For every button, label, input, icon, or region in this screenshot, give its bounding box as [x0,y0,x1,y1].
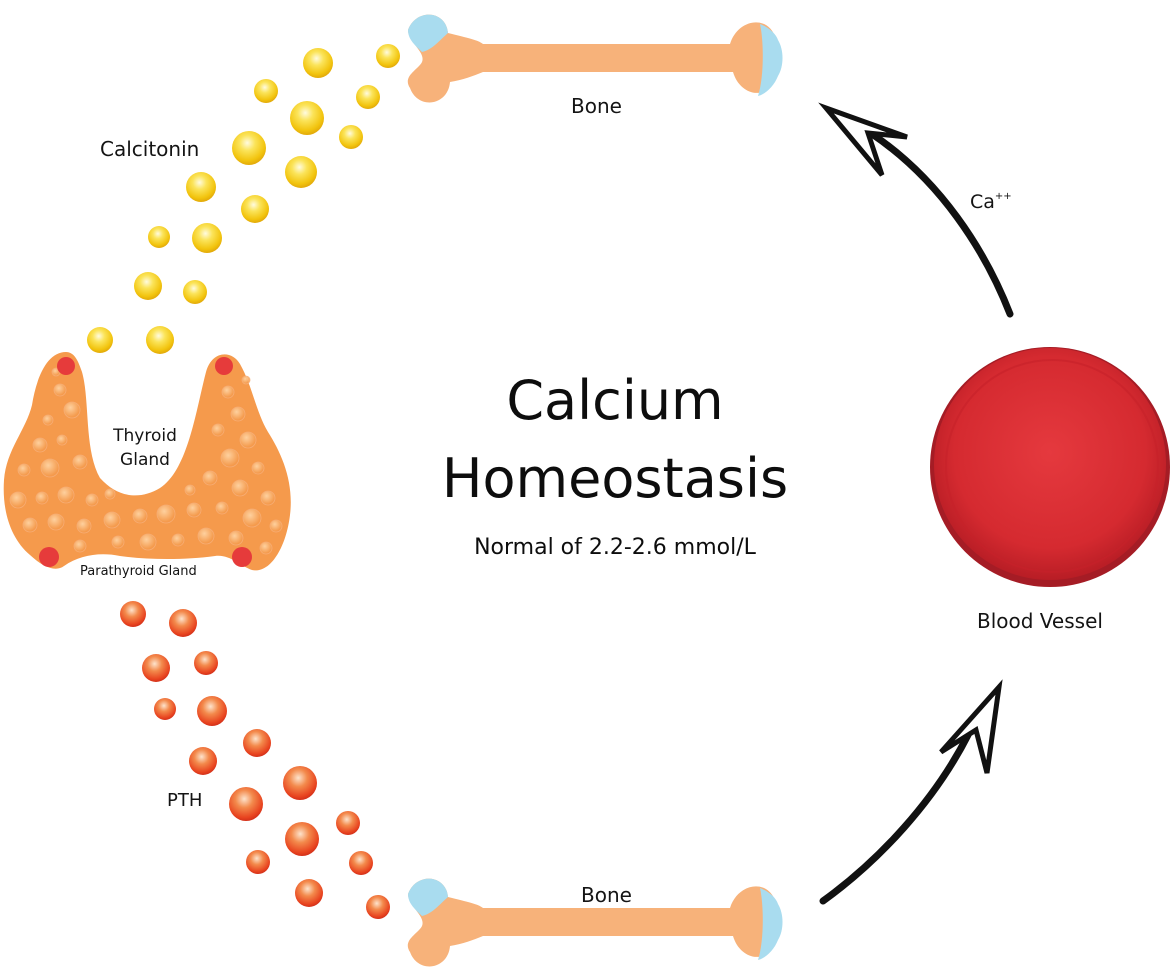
pth-droplet [142,654,170,682]
arrow-bone-to-blood [819,679,1003,905]
pth-droplet [194,651,218,675]
pth-droplet [120,601,146,627]
calcitonin-droplet [376,44,400,68]
pth-droplet [246,850,270,874]
calcitonin-droplet [183,280,207,304]
pth-droplet [154,698,176,720]
pth-droplet [295,879,323,907]
pth-label: PTH [167,790,203,811]
calcitonin-droplet [148,226,170,248]
calcitonin-droplet [339,125,363,149]
calcitonin-droplet [87,327,113,353]
calcium-ion-charge: ++ [994,191,1012,202]
calcium-ion-symbol: Ca [970,191,995,213]
thyroid-gland-label: Thyroid Gland [90,424,200,472]
pth-droplet [283,766,317,800]
calcitonin-droplet [134,272,162,300]
parathyroid-gland-dot [215,357,233,375]
parathyroid-gland-dot [57,357,75,375]
blood-vessel [930,347,1170,587]
pth-droplet [229,787,263,821]
calcitonin-droplet [232,131,266,165]
pth-droplet [366,895,390,919]
parathyroid-gland-dot [39,547,59,567]
calcitonin-droplets [87,44,400,354]
diagram-title-line1: Calcium [506,369,724,432]
bone-top [407,14,783,103]
calcitonin-droplet [285,156,317,188]
pth-droplet [336,811,360,835]
pth-droplets [120,601,390,919]
pth-droplet [189,747,217,775]
thyroid-gland [3,352,291,571]
calcium-ion-label: Ca++ [970,191,1012,213]
calcitonin-droplet [186,172,216,202]
calcitonin-droplet [146,326,174,354]
diagram-title-line2: Homeostasis [441,447,789,510]
calcitonin-droplet [356,85,380,109]
pth-droplet [243,729,271,757]
bone-top-label: Bone [571,94,622,118]
diagram-subtitle: Normal of 2.2-2.6 mmol/L [474,535,756,560]
calcitonin-label: Calcitonin [100,137,200,161]
calcitonin-droplet [241,195,269,223]
bone-bottom-label: Bone [581,883,632,907]
thyroid-label-line2: Gland [120,450,170,470]
calcitonin-droplet [192,223,222,253]
pth-droplet [169,609,197,637]
pth-droplet [285,822,319,856]
thyroid-label-line1: Thyroid [113,426,177,446]
parathyroid-gland-label: Parathyroid Gland [80,564,197,579]
calcitonin-droplet [290,101,324,135]
calcitonin-droplet [254,79,278,103]
pth-droplet [197,696,227,726]
calcitonin-droplet [303,48,333,78]
arrow-blood-to-bone [818,102,1014,318]
pth-droplet [349,851,373,875]
blood-vessel-label: Blood Vessel [977,609,1103,633]
parathyroid-gland-dot [232,547,252,567]
